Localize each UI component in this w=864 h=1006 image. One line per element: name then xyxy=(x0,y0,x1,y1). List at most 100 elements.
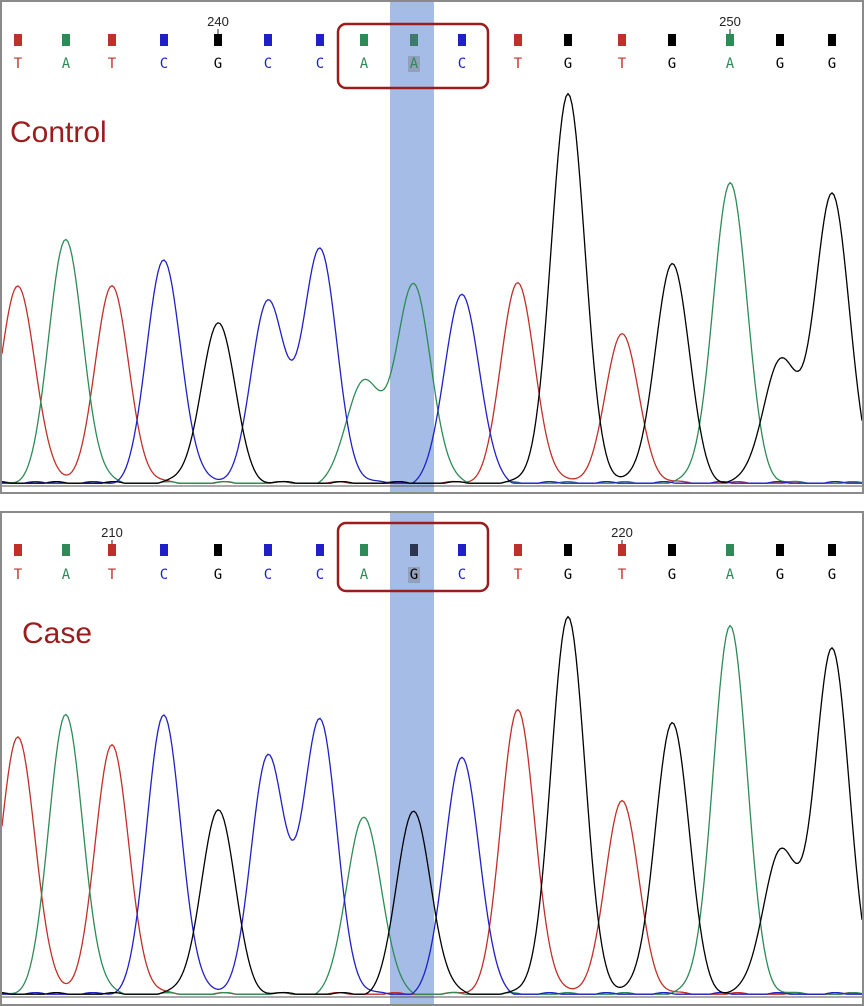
base-call-letter: C xyxy=(316,567,324,583)
base-call-letter: G xyxy=(410,567,418,583)
base-call-marker xyxy=(14,34,22,46)
peak-point xyxy=(111,287,113,289)
base-call-marker xyxy=(62,544,70,556)
peak-point xyxy=(517,710,519,712)
base-call-letter: A xyxy=(410,56,419,72)
position-tick-label: 210 xyxy=(101,525,123,540)
peak-point xyxy=(111,746,113,748)
base-call-letter: A xyxy=(726,56,735,72)
peak-point xyxy=(517,283,519,285)
peak-point xyxy=(729,626,731,628)
base-call-letter: C xyxy=(264,567,272,583)
peak-point xyxy=(163,259,165,261)
base-call-marker xyxy=(14,544,22,556)
base-call-marker xyxy=(316,544,324,556)
base-call-marker xyxy=(458,34,466,46)
base-call-marker xyxy=(776,34,784,46)
base-call-marker xyxy=(828,34,836,46)
peak-point xyxy=(217,323,219,325)
panel-label: Case xyxy=(22,617,92,650)
base-call-marker xyxy=(360,34,368,46)
base-call-letter: T xyxy=(14,56,23,72)
base-call-marker xyxy=(726,34,734,46)
position-tick-label: 250 xyxy=(719,14,741,29)
peak-point xyxy=(461,754,463,756)
base-call-marker xyxy=(316,34,324,46)
peak-point xyxy=(831,646,833,648)
base-call-letter: G xyxy=(668,567,676,583)
peak-point xyxy=(671,722,673,724)
base-call-letter: A xyxy=(360,567,369,583)
base-call-marker xyxy=(668,34,676,46)
peak-point xyxy=(779,359,781,361)
base-call-marker xyxy=(514,544,522,556)
base-call-letter: T xyxy=(618,567,627,583)
peak-point xyxy=(831,191,833,193)
peak-point xyxy=(267,303,269,305)
base-call-letter: C xyxy=(458,56,466,72)
base-call-letter: G xyxy=(564,56,572,72)
peak-point xyxy=(567,618,569,620)
peak-point xyxy=(621,802,623,804)
base-call-marker xyxy=(564,34,572,46)
peak-point xyxy=(363,814,365,816)
base-call-marker xyxy=(776,544,784,556)
peak-point xyxy=(17,283,19,285)
base-call-letter: A xyxy=(62,56,71,72)
peak-point xyxy=(65,714,67,716)
base-call-letter: G xyxy=(214,567,222,583)
base-call-letter: G xyxy=(668,56,676,72)
panel-label: Control xyxy=(10,116,107,149)
trace-C xyxy=(2,247,862,484)
peak-point xyxy=(319,722,321,724)
peak-point xyxy=(267,758,269,760)
base-call-marker xyxy=(264,544,272,556)
base-call-letter: T xyxy=(514,56,523,72)
base-call-marker xyxy=(264,34,272,46)
base-call-letter: C xyxy=(264,56,272,72)
position-tick-label: 220 xyxy=(611,525,633,540)
base-call-letter: A xyxy=(726,567,735,583)
peak-point xyxy=(363,379,365,381)
peak-point xyxy=(729,183,731,185)
base-call-marker xyxy=(360,544,368,556)
base-call-marker xyxy=(514,34,522,46)
base-call-letter: G xyxy=(564,567,572,583)
base-call-letter: C xyxy=(160,567,168,583)
base-call-letter: G xyxy=(828,567,836,583)
highlighted-base-box xyxy=(408,56,420,72)
peak-point xyxy=(413,810,415,812)
base-call-letter: T xyxy=(618,56,627,72)
base-call-letter: C xyxy=(316,56,324,72)
base-call-marker xyxy=(108,34,116,46)
peak-point xyxy=(217,810,219,812)
base-call-marker xyxy=(668,544,676,556)
base-call-marker xyxy=(410,34,418,46)
base-call-marker xyxy=(410,544,418,556)
base-call-marker xyxy=(214,34,222,46)
trace-G xyxy=(2,92,862,484)
peak-point xyxy=(413,283,415,285)
base-call-letter: G xyxy=(828,56,836,72)
position-tick-label: 240 xyxy=(207,14,229,29)
trace-C xyxy=(2,714,862,995)
base-call-letter: T xyxy=(14,567,23,583)
highlight-band xyxy=(390,513,434,1004)
base-call-marker xyxy=(62,34,70,46)
base-call-marker xyxy=(828,544,836,556)
base-call-letter: A xyxy=(62,567,71,583)
base-call-letter: A xyxy=(360,56,369,72)
peak-point xyxy=(671,263,673,265)
base-call-letter: C xyxy=(160,56,168,72)
base-call-marker xyxy=(458,544,466,556)
base-call-letter: G xyxy=(214,56,222,72)
peak-point xyxy=(65,239,67,241)
base-call-letter: T xyxy=(108,567,117,583)
peak-point xyxy=(319,251,321,253)
peak-point xyxy=(567,95,569,97)
base-call-marker xyxy=(564,544,572,556)
base-call-marker xyxy=(214,544,222,556)
